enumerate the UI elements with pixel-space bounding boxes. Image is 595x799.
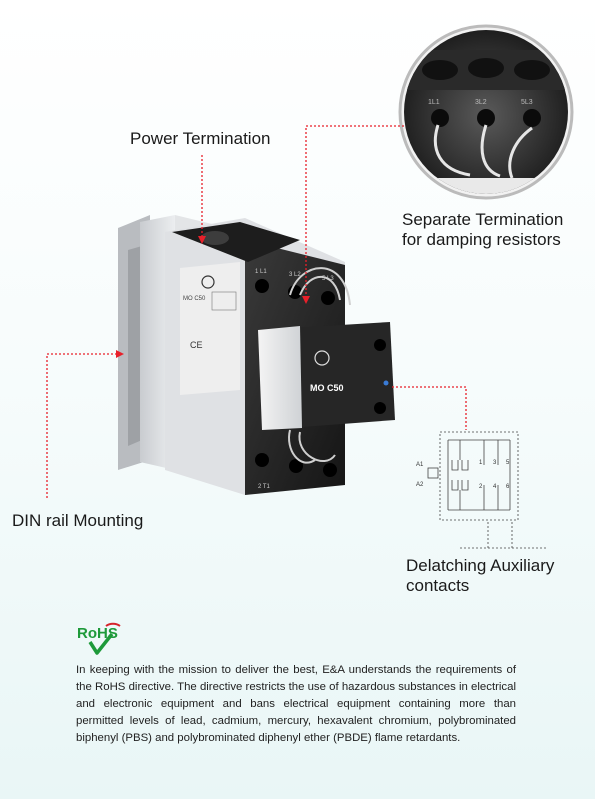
contactor-illustration: MO C50 CE 1 L1 3 L2 5 L3 MO C50 2 T1: [46, 24, 574, 549]
diagram-n2: 2: [479, 484, 483, 490]
model-small-text: MO C50: [183, 296, 206, 302]
diagram-n1: 1: [479, 460, 483, 466]
rohs-logo-text: RoHS: [77, 625, 118, 642]
diagram-n3: 3: [493, 460, 497, 466]
lt-logo-icon: [201, 275, 215, 289]
zoom-terminal-2: 3L2: [475, 99, 487, 106]
ce-mark: CE: [190, 340, 203, 350]
auxiliary-block: MO C50: [258, 322, 395, 430]
delatching-label: Delatching Auxiliary contacts: [406, 556, 554, 596]
diagram-a1: A1: [416, 462, 424, 468]
din-rail-label: DIN rail Mounting: [12, 511, 143, 531]
power-termination-text: Power Termination: [130, 129, 271, 148]
delatching-schematic: [427, 431, 548, 549]
check-icon: [88, 632, 114, 655]
din-rail-text: DIN rail Mounting: [12, 511, 144, 530]
rohs-logo: RoHS: [77, 622, 121, 655]
aux-logo-icon: [314, 350, 330, 366]
terminal-top-1: 1 L1: [255, 269, 267, 275]
diagram-n5: 5: [506, 460, 510, 466]
front-model-label: MO C50: [310, 383, 344, 393]
zoom-terminal-1: 1L1: [428, 99, 440, 106]
bottom-terminals: 2 T1: [255, 453, 337, 490]
zoom-terminal-3: 5L3: [521, 99, 533, 106]
resistor-wires: [288, 267, 351, 464]
separate-termination-line1: Separate Termination: [402, 210, 564, 229]
callout-lines: [46, 125, 467, 498]
zoom-detail: 1L1 3L2 5L3: [398, 24, 574, 200]
terminal-bottom-1: 2 T1: [258, 484, 271, 490]
delatching-line1: Delatching Auxiliary: [406, 556, 555, 575]
power-termination-label: Power Termination: [130, 129, 270, 149]
rohs-paragraph: In keeping with the mission to deliver t…: [76, 664, 516, 744]
diagram-a2: A2: [416, 482, 424, 488]
separate-termination-label: Separate Termination for damping resisto…: [402, 210, 563, 250]
delatching-line2: contacts: [406, 576, 470, 595]
terminal-top-2: 3 L2: [289, 272, 301, 278]
separate-termination-line2: for damping resistors: [402, 230, 561, 249]
diagram-n4: 4: [493, 484, 497, 490]
diagram-n6: 6: [506, 484, 510, 490]
